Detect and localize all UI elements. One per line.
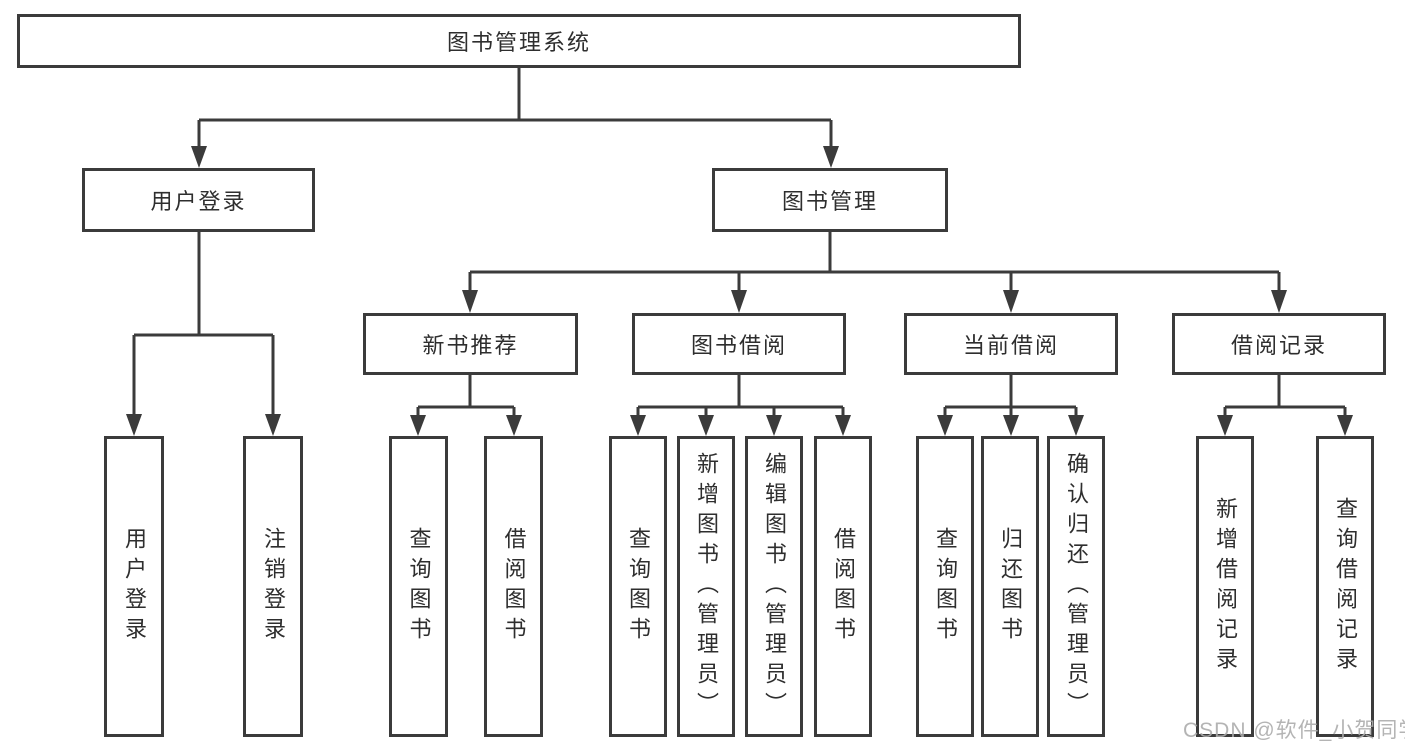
node-leaf-bw-edit-books: 编辑图书（管理员） bbox=[745, 436, 803, 737]
node-label: 借阅记录 bbox=[1230, 333, 1327, 358]
node-label: 查询图书 bbox=[406, 526, 432, 647]
node-leaf-rec-query-record: 查询借阅记录 bbox=[1316, 436, 1374, 737]
arrowheads-borrowing-records-leaves bbox=[1217, 415, 1353, 436]
node-book-management: 图书管理 bbox=[712, 168, 948, 232]
node-label: 用户登录 bbox=[122, 526, 147, 647]
node-label: 图书管理 bbox=[781, 189, 878, 214]
node-label: 图书借阅 bbox=[690, 333, 787, 358]
arrowheads-book-borrowing-leaves bbox=[630, 415, 851, 436]
node-leaf-bw-borrow-books: 借阅图书 bbox=[814, 436, 872, 737]
connector-user-login-to-leaves bbox=[132, 232, 275, 415]
node-leaf-bw-query-books: 查询图书 bbox=[609, 436, 667, 737]
node-leaf-rec-add-record: 新增借阅记录 bbox=[1196, 436, 1254, 737]
node-new-book-recommend: 新书推荐 bbox=[363, 313, 578, 375]
node-user-login: 用户登录 bbox=[82, 168, 315, 232]
node-leaf-cur-query-books: 查询图书 bbox=[916, 436, 974, 737]
arrowheads-new-book-leaves bbox=[410, 415, 522, 436]
node-label: 查询图书 bbox=[626, 526, 651, 647]
node-label: 借阅图书 bbox=[831, 526, 856, 647]
node-label: 查询借阅记录 bbox=[1333, 496, 1358, 677]
node-label: 注销登录 bbox=[261, 526, 286, 647]
node-leaf-nb-query-books: 查询图书 bbox=[389, 436, 448, 737]
node-leaf-nb-borrow-books: 借阅图书 bbox=[484, 436, 543, 737]
node-label: 当前借阅 bbox=[962, 333, 1059, 358]
arrowheads-user-login-leaves bbox=[126, 414, 281, 436]
connector-current-borrowing-to-leaves bbox=[943, 375, 1078, 417]
node-leaf-cur-confirm-return: 确认归还（管理员） bbox=[1047, 436, 1105, 737]
node-leaf-bw-add-books: 新增图书（管理员） bbox=[677, 436, 735, 737]
node-label: 用户登录 bbox=[150, 189, 247, 214]
node-leaf-logout: 注销登录 bbox=[243, 436, 303, 737]
connector-book-borrowing-to-leaves bbox=[636, 375, 845, 417]
node-label: 新增图书（管理员） bbox=[694, 451, 719, 722]
node-label: 编辑图书（管理员） bbox=[762, 451, 787, 722]
node-root-library-system: 图书管理系统 bbox=[17, 14, 1021, 68]
connector-book-management-to-level3 bbox=[468, 232, 1281, 292]
node-label: 借阅图书 bbox=[501, 526, 527, 647]
node-label: 新书推荐 bbox=[422, 333, 519, 358]
arrowheads-current-borrowing-leaves bbox=[937, 415, 1084, 436]
connector-borrowing-records-to-leaves bbox=[1223, 375, 1347, 417]
node-book-borrowing: 图书借阅 bbox=[632, 313, 846, 375]
node-borrowing-records: 借阅记录 bbox=[1172, 313, 1386, 375]
connector-root-to-level2 bbox=[197, 68, 833, 148]
node-label: 图书管理系统 bbox=[446, 30, 591, 55]
arrowheads-level3 bbox=[462, 290, 1287, 313]
csdn-watermark: CSDN @软件_小贺同学 bbox=[1183, 719, 1405, 742]
node-leaf-cur-return-books: 归还图书 bbox=[981, 436, 1039, 737]
node-leaf-user-login: 用户登录 bbox=[104, 436, 164, 737]
node-label: 确认归还（管理员） bbox=[1064, 451, 1089, 722]
connector-new-book-recommend-to-leaves bbox=[416, 375, 516, 417]
node-current-borrowing: 当前借阅 bbox=[904, 313, 1118, 375]
node-label: 新增借阅记录 bbox=[1213, 496, 1238, 677]
arrowheads-level2 bbox=[191, 146, 839, 168]
node-label: 归还图书 bbox=[998, 526, 1023, 647]
node-label: 查询图书 bbox=[933, 526, 958, 647]
